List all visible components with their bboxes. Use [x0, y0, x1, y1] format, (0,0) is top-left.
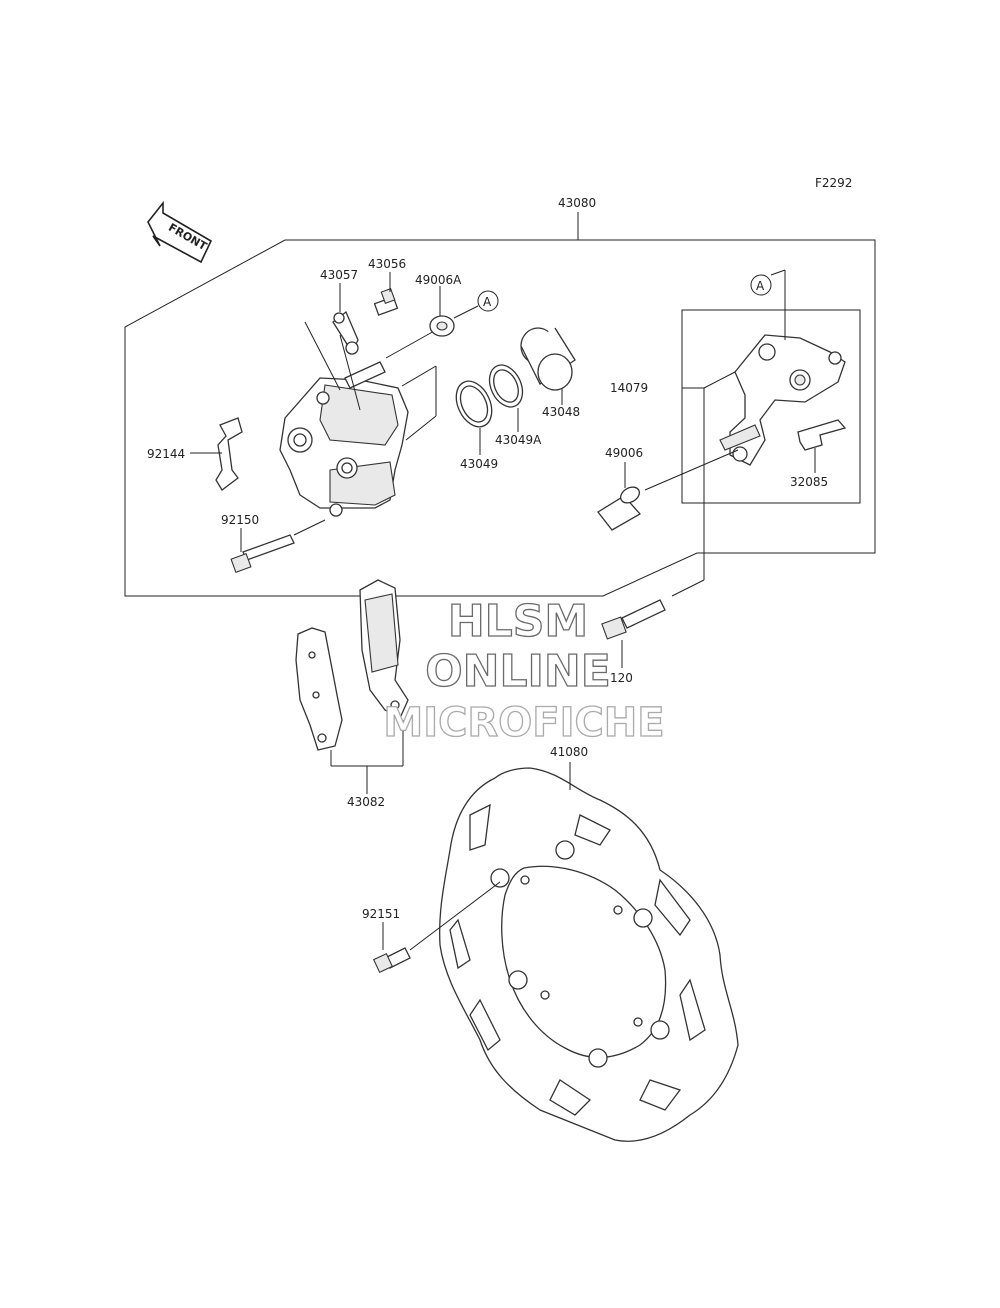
label-43049A: 43049A: [495, 433, 542, 447]
label-43048: 43048: [542, 405, 580, 419]
pin-bolt: [230, 534, 295, 574]
pad-spring: [215, 417, 243, 491]
label-32085: 32085: [790, 475, 828, 489]
caliper-assembly-outline: [124, 212, 876, 597]
label-43080: 43080: [558, 196, 596, 210]
caliper-body: [279, 361, 409, 517]
watermark-line-3: MICROFICHE: [383, 700, 664, 746]
label-43056: 43056: [368, 257, 406, 271]
boot-lower: [597, 486, 642, 531]
reference-marker-a-holder: A: [750, 274, 772, 296]
svg-text:A: A: [756, 279, 765, 293]
caliper-holder: [719, 334, 846, 466]
watermark: HLSM ONLINE MICROFICHE: [383, 595, 666, 746]
seal-dust: [455, 380, 493, 428]
brake-disc: [439, 767, 739, 1142]
svg-text:A: A: [483, 295, 492, 309]
label-41080: 41080: [550, 745, 588, 759]
holder-bolt: [601, 599, 666, 640]
label-49006A: 49006A: [415, 273, 462, 287]
label-43082: 43082: [347, 795, 385, 809]
disc-bolt: [372, 947, 411, 974]
watermark-line-1: HLSM: [448, 596, 588, 647]
label-92144: 92144: [147, 447, 185, 461]
label-14079: 14079: [610, 381, 648, 395]
label-43049: 43049: [460, 457, 498, 471]
label-92151: 92151: [362, 907, 400, 921]
boot-upper: [429, 315, 455, 337]
label-43057: 43057: [320, 268, 358, 282]
bleeder-valve: [373, 287, 399, 316]
seal-piston: [488, 364, 524, 408]
bleeder-cap-arm: [332, 310, 359, 355]
label-120: 120: [610, 671, 633, 685]
front-arrow-icon: FRONT: [147, 200, 213, 264]
label-92150: 92150: [221, 513, 259, 527]
piston: [520, 327, 576, 391]
pad-clip: [797, 419, 847, 451]
holder-assembly-outline: [681, 309, 861, 504]
figure-code: F2292: [815, 176, 852, 190]
reference-marker-a: A: [477, 290, 499, 312]
brake-pads: [295, 579, 409, 751]
label-49006: 49006: [605, 446, 643, 460]
watermark-line-2: ONLINE: [425, 646, 611, 697]
